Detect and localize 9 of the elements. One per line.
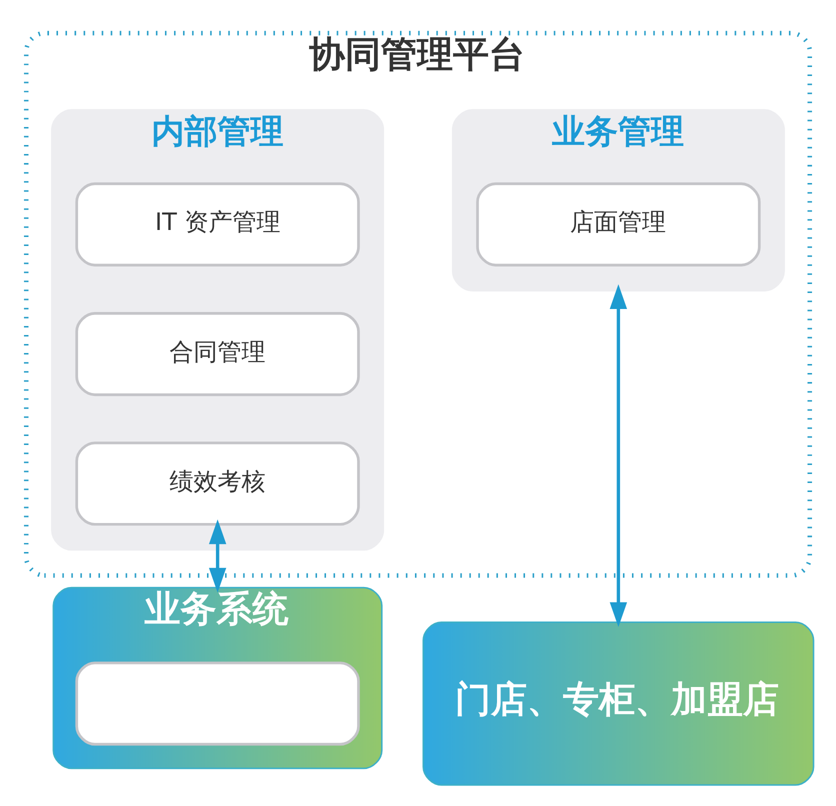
arrow (610, 284, 628, 628)
cluster: 业务系统 (52, 586, 383, 770)
arrow (208, 519, 226, 593)
node-box: IT 资产管理 (75, 182, 360, 266)
node-box (75, 662, 360, 746)
node-box: 门店、专柜、加盟店 (422, 621, 814, 786)
node-box: 店面管理 (476, 182, 761, 266)
node-box: 绩效考核 (75, 442, 360, 526)
node-box: 合同管理 (75, 312, 360, 396)
